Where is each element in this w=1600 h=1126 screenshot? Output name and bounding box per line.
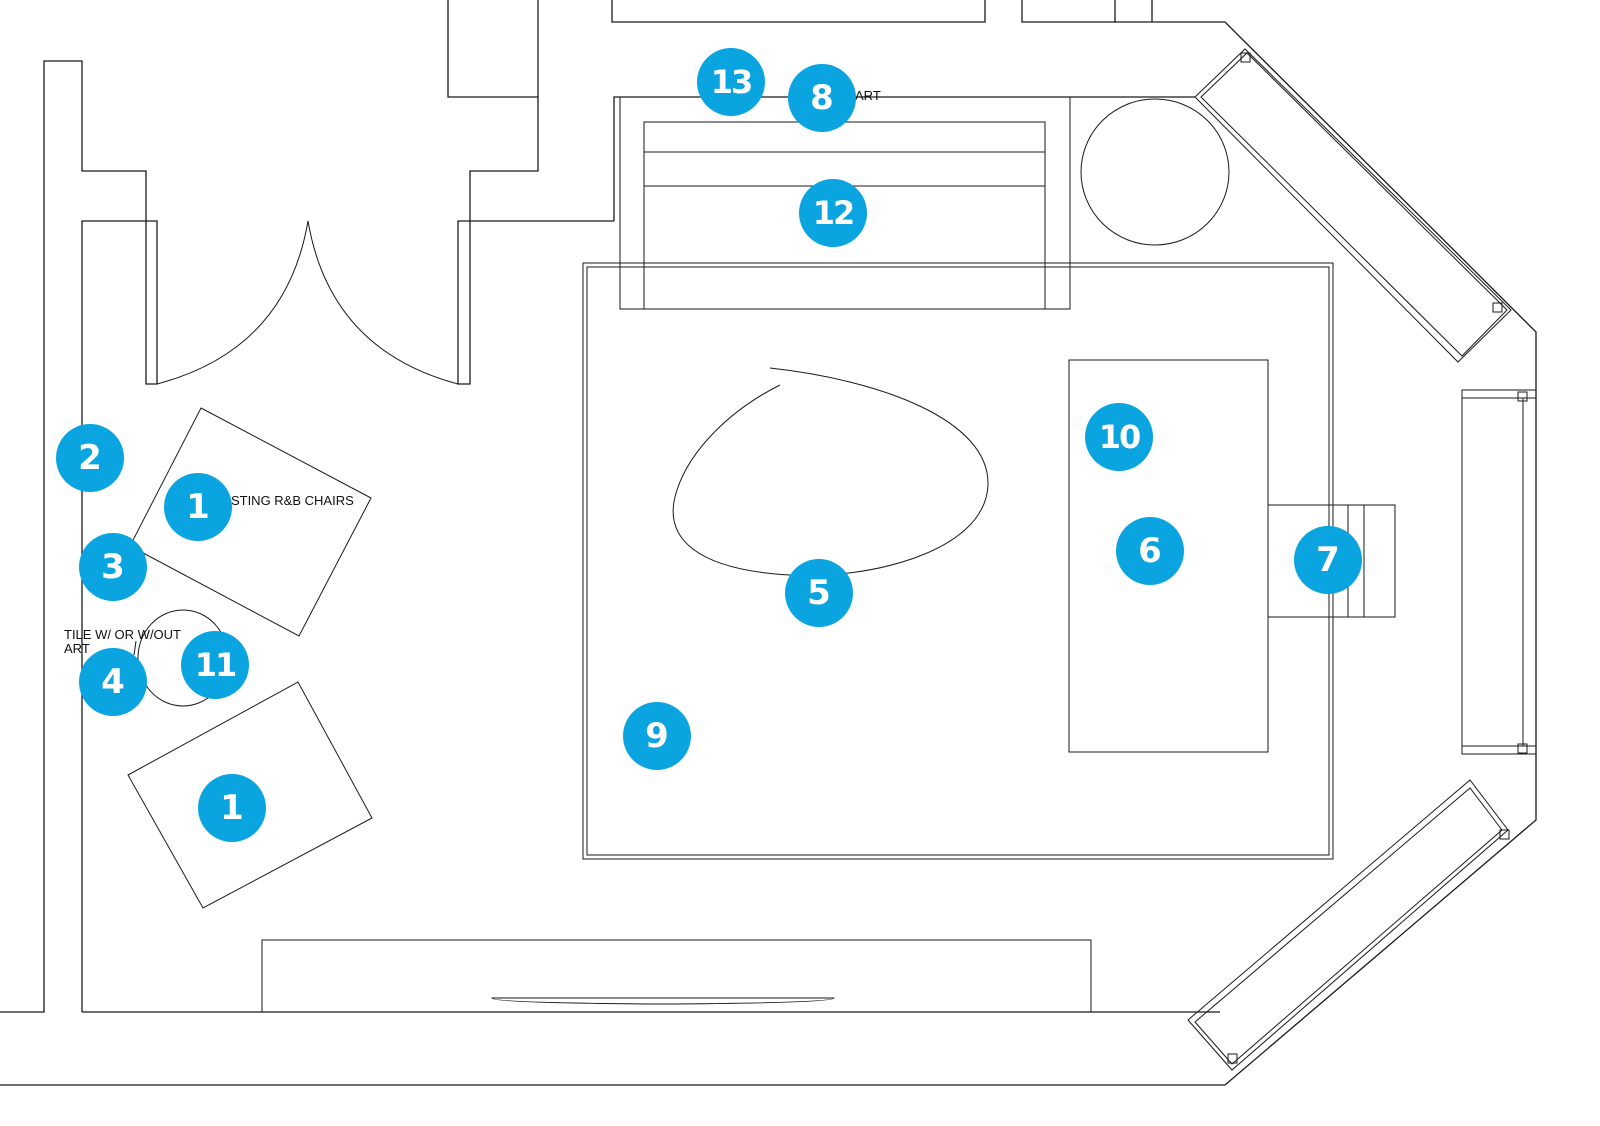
marker-3[interactable]: 3 <box>79 533 147 601</box>
svg-text:7: 7 <box>1316 540 1340 580</box>
svg-text:13: 13 <box>711 63 752 101</box>
marker-10[interactable]: 10 <box>1085 403 1153 471</box>
art-label: ART <box>855 88 881 103</box>
svg-text:1: 1 <box>186 487 210 527</box>
svg-text:5: 5 <box>807 573 831 613</box>
marker-4[interactable]: 4 <box>79 648 147 716</box>
marker-11[interactable]: 11 <box>181 631 249 699</box>
marker-1-upper-chair[interactable]: 1 <box>164 473 232 541</box>
svg-text:12: 12 <box>813 194 854 232</box>
tile-label-line1: TILE W/ OR W/OUT <box>64 627 181 642</box>
marker-5[interactable]: 5 <box>785 559 853 627</box>
svg-text:3: 3 <box>101 547 125 587</box>
marker-2[interactable]: 2 <box>56 424 124 492</box>
area-rug <box>582 262 1334 860</box>
svg-text:9: 9 <box>645 716 669 756</box>
plan-labels: EXISTING R&B CHAIRS TILE W/ OR W/OUT ART… <box>64 88 881 656</box>
round-side-table <box>1080 98 1230 246</box>
marker-6[interactable]: 6 <box>1116 517 1184 585</box>
media-console <box>261 939 1092 1013</box>
marker-7[interactable]: 7 <box>1294 526 1362 594</box>
svg-text:1: 1 <box>220 788 244 828</box>
marker-1-lower-chair[interactable]: 1 <box>198 774 266 842</box>
svg-text:2: 2 <box>78 438 102 478</box>
svg-text:6: 6 <box>1138 531 1162 571</box>
marker-13[interactable]: 13 <box>697 48 765 116</box>
double-doors <box>156 220 459 385</box>
svg-text:8: 8 <box>810 78 834 118</box>
lounge-chair-lower <box>127 681 373 909</box>
coffee-table <box>672 367 989 577</box>
tile-label-line2: ART <box>64 641 90 656</box>
marker-12[interactable]: 12 <box>799 179 867 247</box>
markers: 1 1 2 3 4 5 6 7 <box>56 48 1362 842</box>
lounge-chair-upper <box>129 407 372 637</box>
svg-text:10: 10 <box>1099 418 1140 456</box>
bay-windows <box>1187 48 1537 1071</box>
svg-text:11: 11 <box>195 646 236 684</box>
marker-9[interactable]: 9 <box>623 702 691 770</box>
existing-chairs-label: EXISTING R&B CHAIRS <box>210 493 354 508</box>
marker-8[interactable]: 8 <box>788 64 856 132</box>
svg-text:4: 4 <box>101 662 125 702</box>
